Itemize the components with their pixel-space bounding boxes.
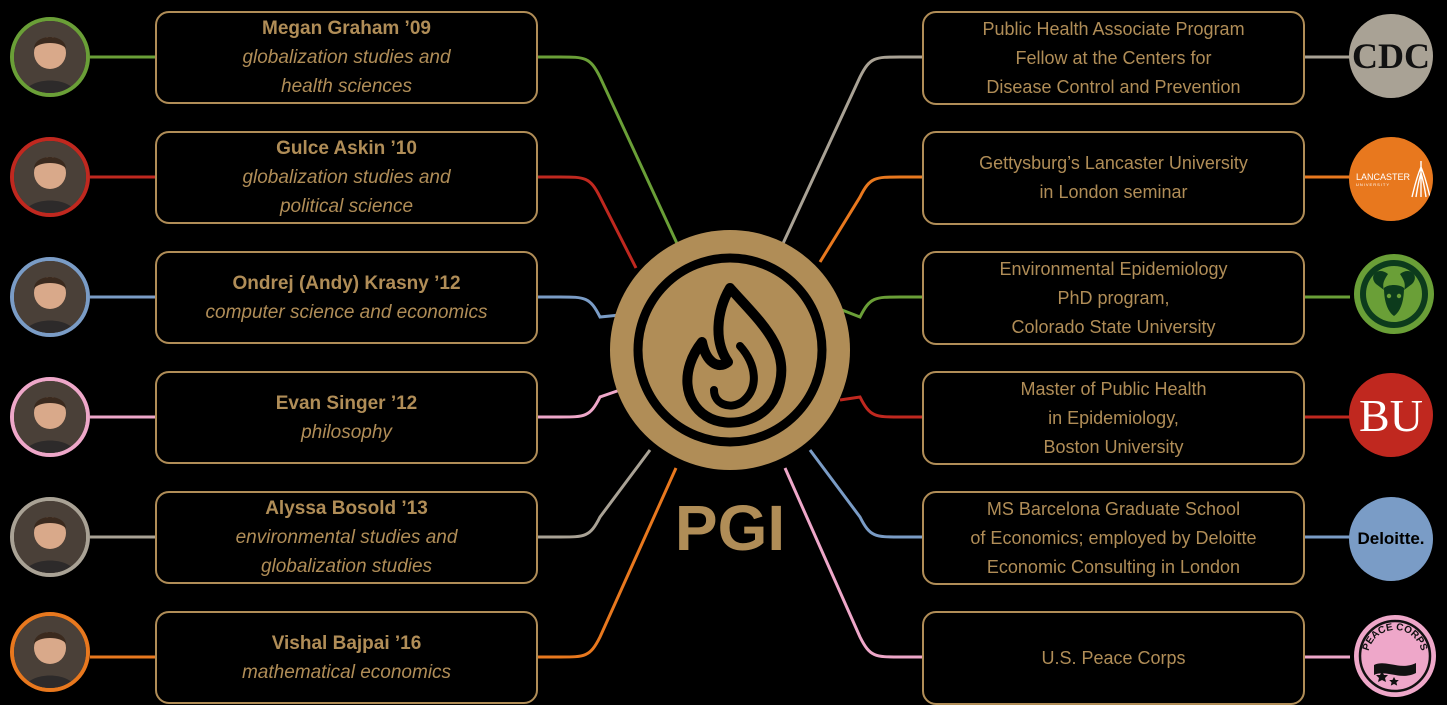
alumni-box: Megan Graham ’09 globalization studies a… xyxy=(155,11,538,104)
destination-text: Colorado State University xyxy=(1011,316,1216,337)
destination-text: Master of Public Health xyxy=(1020,378,1207,399)
alumni-photo-alyssa-bosold xyxy=(10,497,90,577)
alumni-photo-evan-singer xyxy=(10,377,90,457)
bu-logo-icon: BU xyxy=(1349,373,1433,457)
destination-box: Gettysburg’s Lancaster University in Lon… xyxy=(922,131,1305,225)
alumni-name: Ondrej (Andy) Krasny ’12 xyxy=(232,272,461,294)
destination-text: Boston University xyxy=(1043,436,1184,457)
connector-line xyxy=(538,295,621,319)
alumni-major: globalization studies and xyxy=(242,167,451,188)
peace-corps-logo-icon: PEACE CORPS xyxy=(1354,615,1436,697)
connector-line xyxy=(818,175,922,263)
connector-line xyxy=(538,449,652,539)
destination-box: Public Health Associate Program Fellow a… xyxy=(922,11,1305,105)
alumni-major: globalization studies xyxy=(260,556,433,577)
destination-text: Fellow at the Centers for xyxy=(1015,47,1212,68)
pgi-label: PGI xyxy=(674,492,786,564)
avatar xyxy=(14,381,86,453)
alumni-name: Vishal Bajpai ’16 xyxy=(271,632,422,654)
alumni-major: computer science and economics xyxy=(205,301,488,323)
alumni-major: environmental studies and xyxy=(235,527,458,548)
alumni-name: Evan Singer ’12 xyxy=(275,392,418,414)
destination-text: Public Health Associate Program xyxy=(982,18,1245,39)
alumni-box: Alyssa Bosold ’13 environmental studies … xyxy=(155,491,538,584)
alumni-box: Vishal Bajpai ’16 mathematical economics xyxy=(155,611,538,704)
ram-logo-icon xyxy=(1354,254,1434,334)
connector-line xyxy=(538,388,621,419)
cdc-logo-icon: CDC xyxy=(1349,14,1433,98)
connector-line xyxy=(783,467,922,659)
connector-line xyxy=(538,175,638,269)
flame-icon xyxy=(633,253,827,447)
alumni-photo-megan-graham xyxy=(10,17,90,97)
pgi-emblem xyxy=(610,230,850,470)
destination-text: Disease Control and Prevention xyxy=(986,76,1241,97)
destination-text: Gettysburg’s Lancaster University xyxy=(979,153,1248,173)
avatar xyxy=(14,141,86,213)
avatar xyxy=(14,616,86,688)
destination-text: of Economics; employed by Deloitte xyxy=(970,527,1257,548)
alumni-major: health sciences xyxy=(281,76,412,97)
alumni-major: philosophy xyxy=(301,421,392,443)
alumni-box: Ondrej (Andy) Krasny ’12 computer scienc… xyxy=(155,251,538,344)
destination-box: MS Barcelona Graduate School of Economic… xyxy=(922,491,1305,585)
alumni-major: mathematical economics xyxy=(241,661,452,683)
destination-text: Environmental Epidemiology xyxy=(999,258,1228,279)
connector-line xyxy=(538,55,682,251)
connector-line xyxy=(841,295,922,319)
destination-box: Master of Public Health in Epidemiology,… xyxy=(922,371,1305,465)
destination-text: U.S. Peace Corps xyxy=(1041,647,1186,668)
destination-box: U.S. Peace Corps xyxy=(922,611,1305,705)
alumni-photo-vishal-bajpai xyxy=(10,612,90,692)
alumni-name: Megan Graham ’09 xyxy=(262,18,431,39)
avatar xyxy=(14,21,86,93)
alumni-major: political science xyxy=(279,196,414,217)
destination-text: MS Barcelona Graduate School xyxy=(986,498,1241,519)
connector-line xyxy=(778,55,922,251)
avatar xyxy=(14,261,86,333)
destination-text: in London seminar xyxy=(1039,182,1188,202)
svg-text:PEACE CORPS: PEACE CORPS xyxy=(1361,622,1429,653)
alumni-major: globalization studies and xyxy=(242,47,451,68)
alumni-photo-gulce-askin xyxy=(10,137,90,217)
alumni-name: Gulce Askin ’10 xyxy=(276,138,417,159)
destination-box: Environmental Epidemiology PhD program, … xyxy=(922,251,1305,345)
avatar xyxy=(14,501,86,573)
deloitte-logo-icon: Deloitte. xyxy=(1349,497,1433,581)
connector-line xyxy=(839,395,922,419)
destination-text: in Epidemiology, xyxy=(1048,407,1179,428)
alumni-box: Gulce Askin ’10 globalization studies an… xyxy=(155,131,538,224)
connector-line xyxy=(808,449,922,539)
connector-line xyxy=(538,467,678,659)
destination-text: PhD program, xyxy=(1057,287,1170,308)
destination-text: Economic Consulting in London xyxy=(986,556,1241,577)
alumni-photo-ondrej-krasny xyxy=(10,257,90,337)
alumni-name: Alyssa Bosold ’13 xyxy=(265,498,428,519)
alumni-box: Evan Singer ’12 philosophy xyxy=(155,371,538,464)
lancaster-logo-icon: LANCASTER UNIVERSITY xyxy=(1349,137,1433,221)
